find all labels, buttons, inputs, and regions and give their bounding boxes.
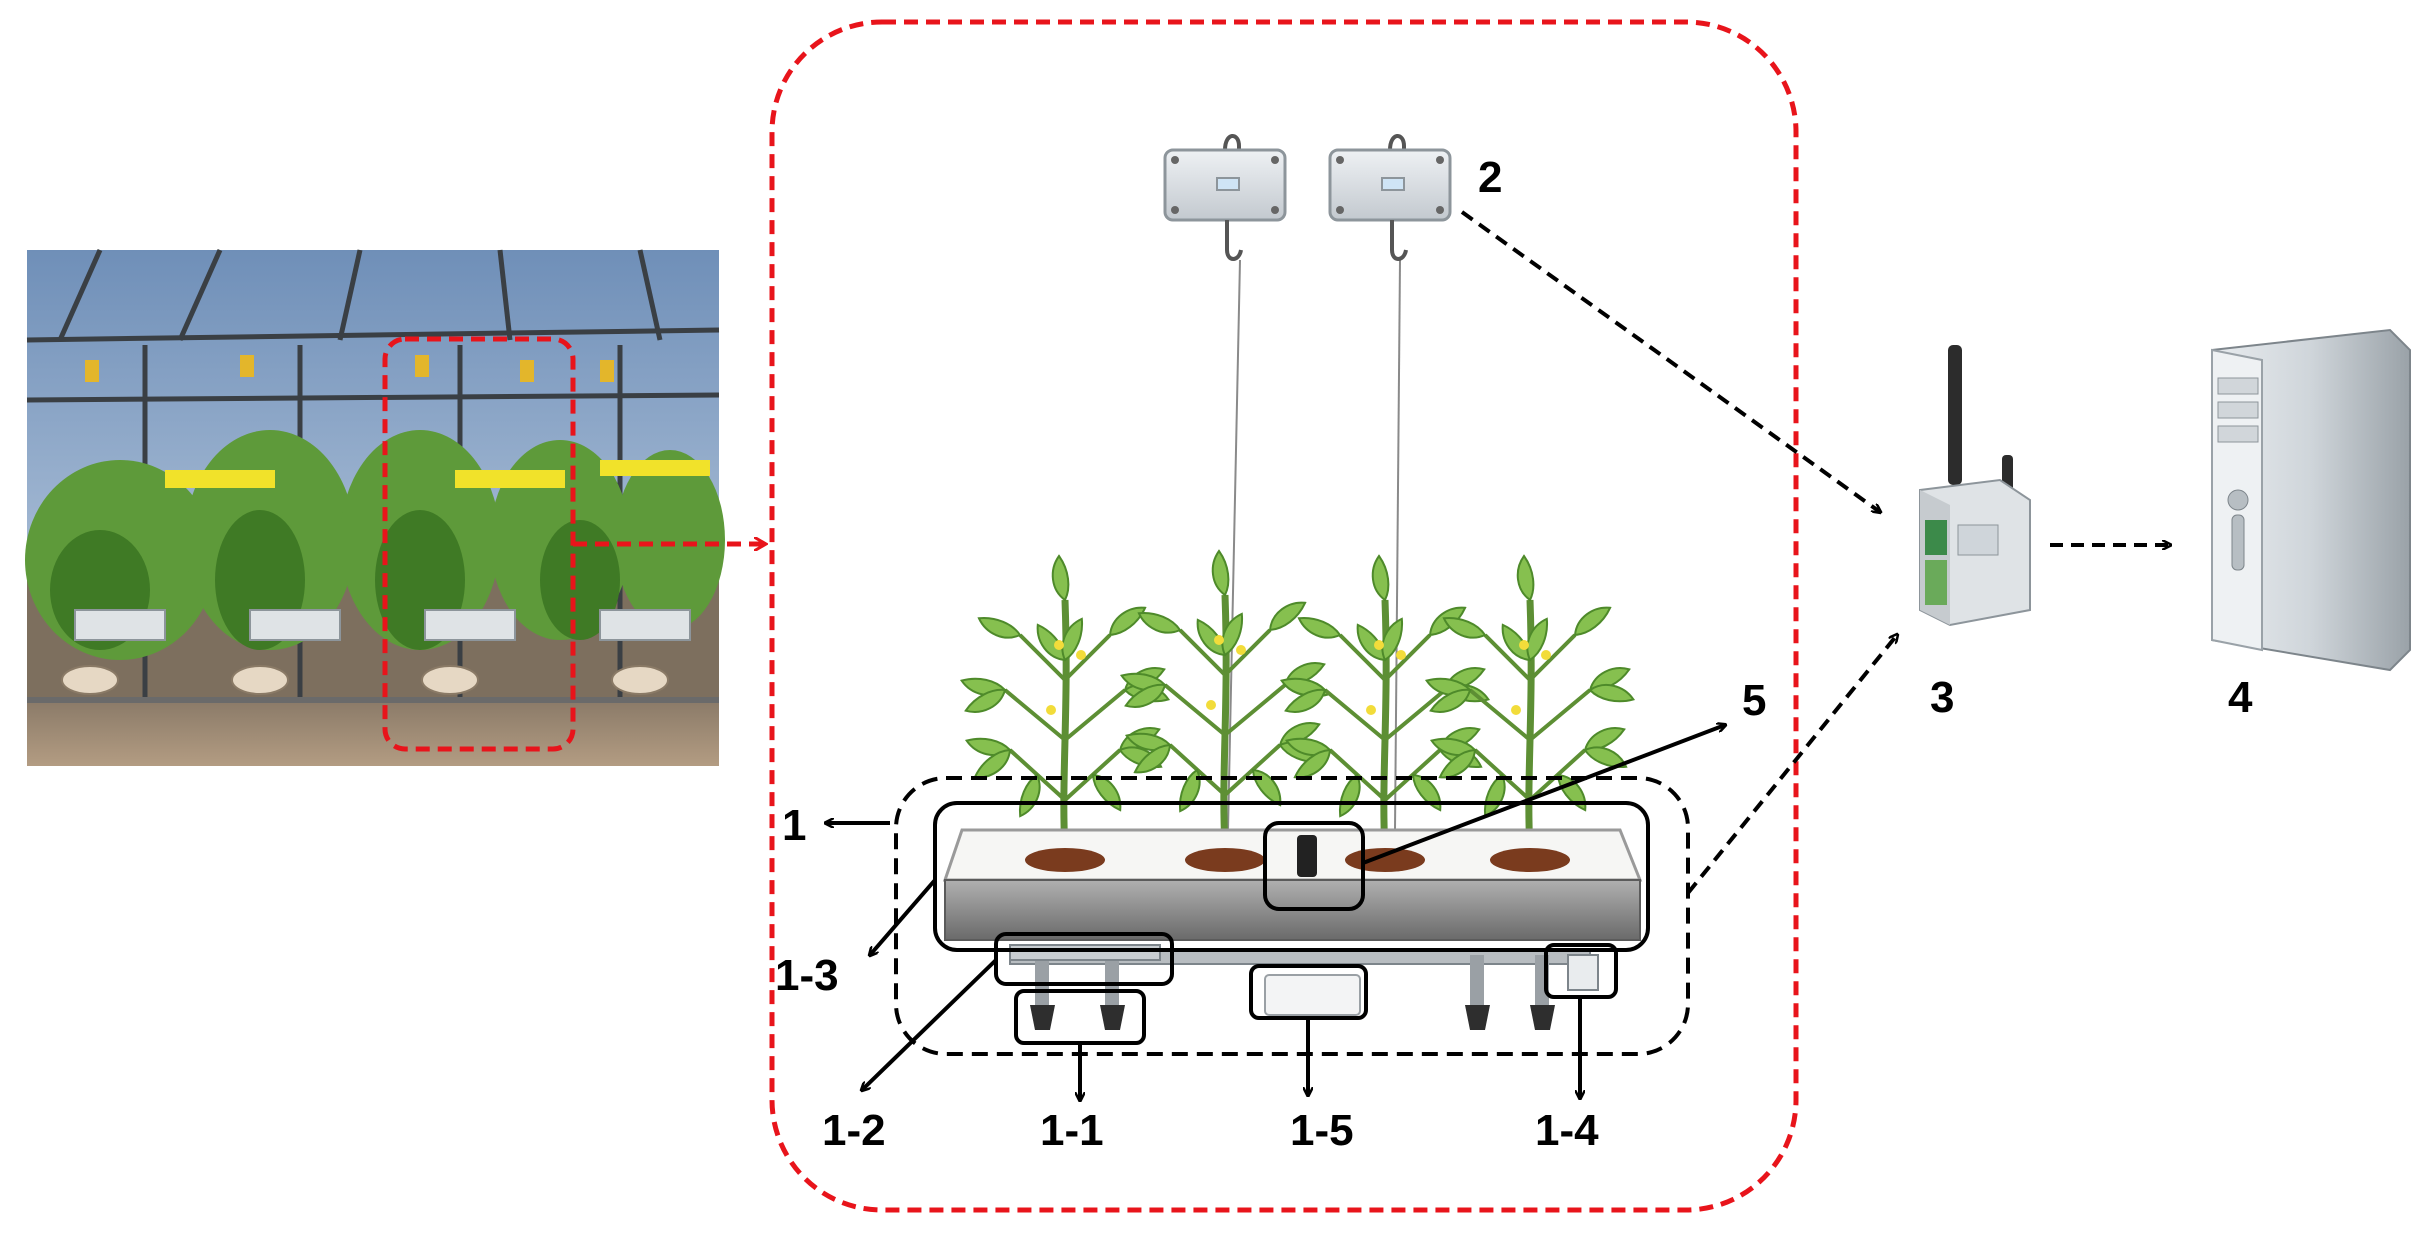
tomato-plant-icon bbox=[959, 551, 1635, 850]
label-1: 1 bbox=[782, 801, 806, 850]
label-4: 4 bbox=[2228, 673, 2253, 722]
camera-icon bbox=[1297, 835, 1317, 877]
label-5: 5 bbox=[1742, 676, 1766, 725]
label-1-2: 1-2 bbox=[822, 1106, 886, 1155]
sensor-box-icon bbox=[1163, 134, 1452, 831]
cultivation-trough bbox=[942, 828, 1643, 1030]
label-3: 3 bbox=[1930, 673, 1954, 722]
communication-links bbox=[1460, 210, 2170, 895]
label-1-5: 1-5 bbox=[1290, 1106, 1354, 1155]
label-1-4: 1-4 bbox=[1535, 1106, 1599, 1155]
detail-frame bbox=[769, 19, 1799, 1213]
label-1-3: 1-3 bbox=[775, 951, 839, 1000]
greenhouse-photo bbox=[25, 248, 725, 766]
label-2: 2 bbox=[1478, 153, 1502, 202]
desktop-computer-icon bbox=[2211, 328, 2411, 672]
wireless-gateway-icon bbox=[1919, 345, 2031, 627]
label-1-1: 1-1 bbox=[1040, 1106, 1104, 1155]
